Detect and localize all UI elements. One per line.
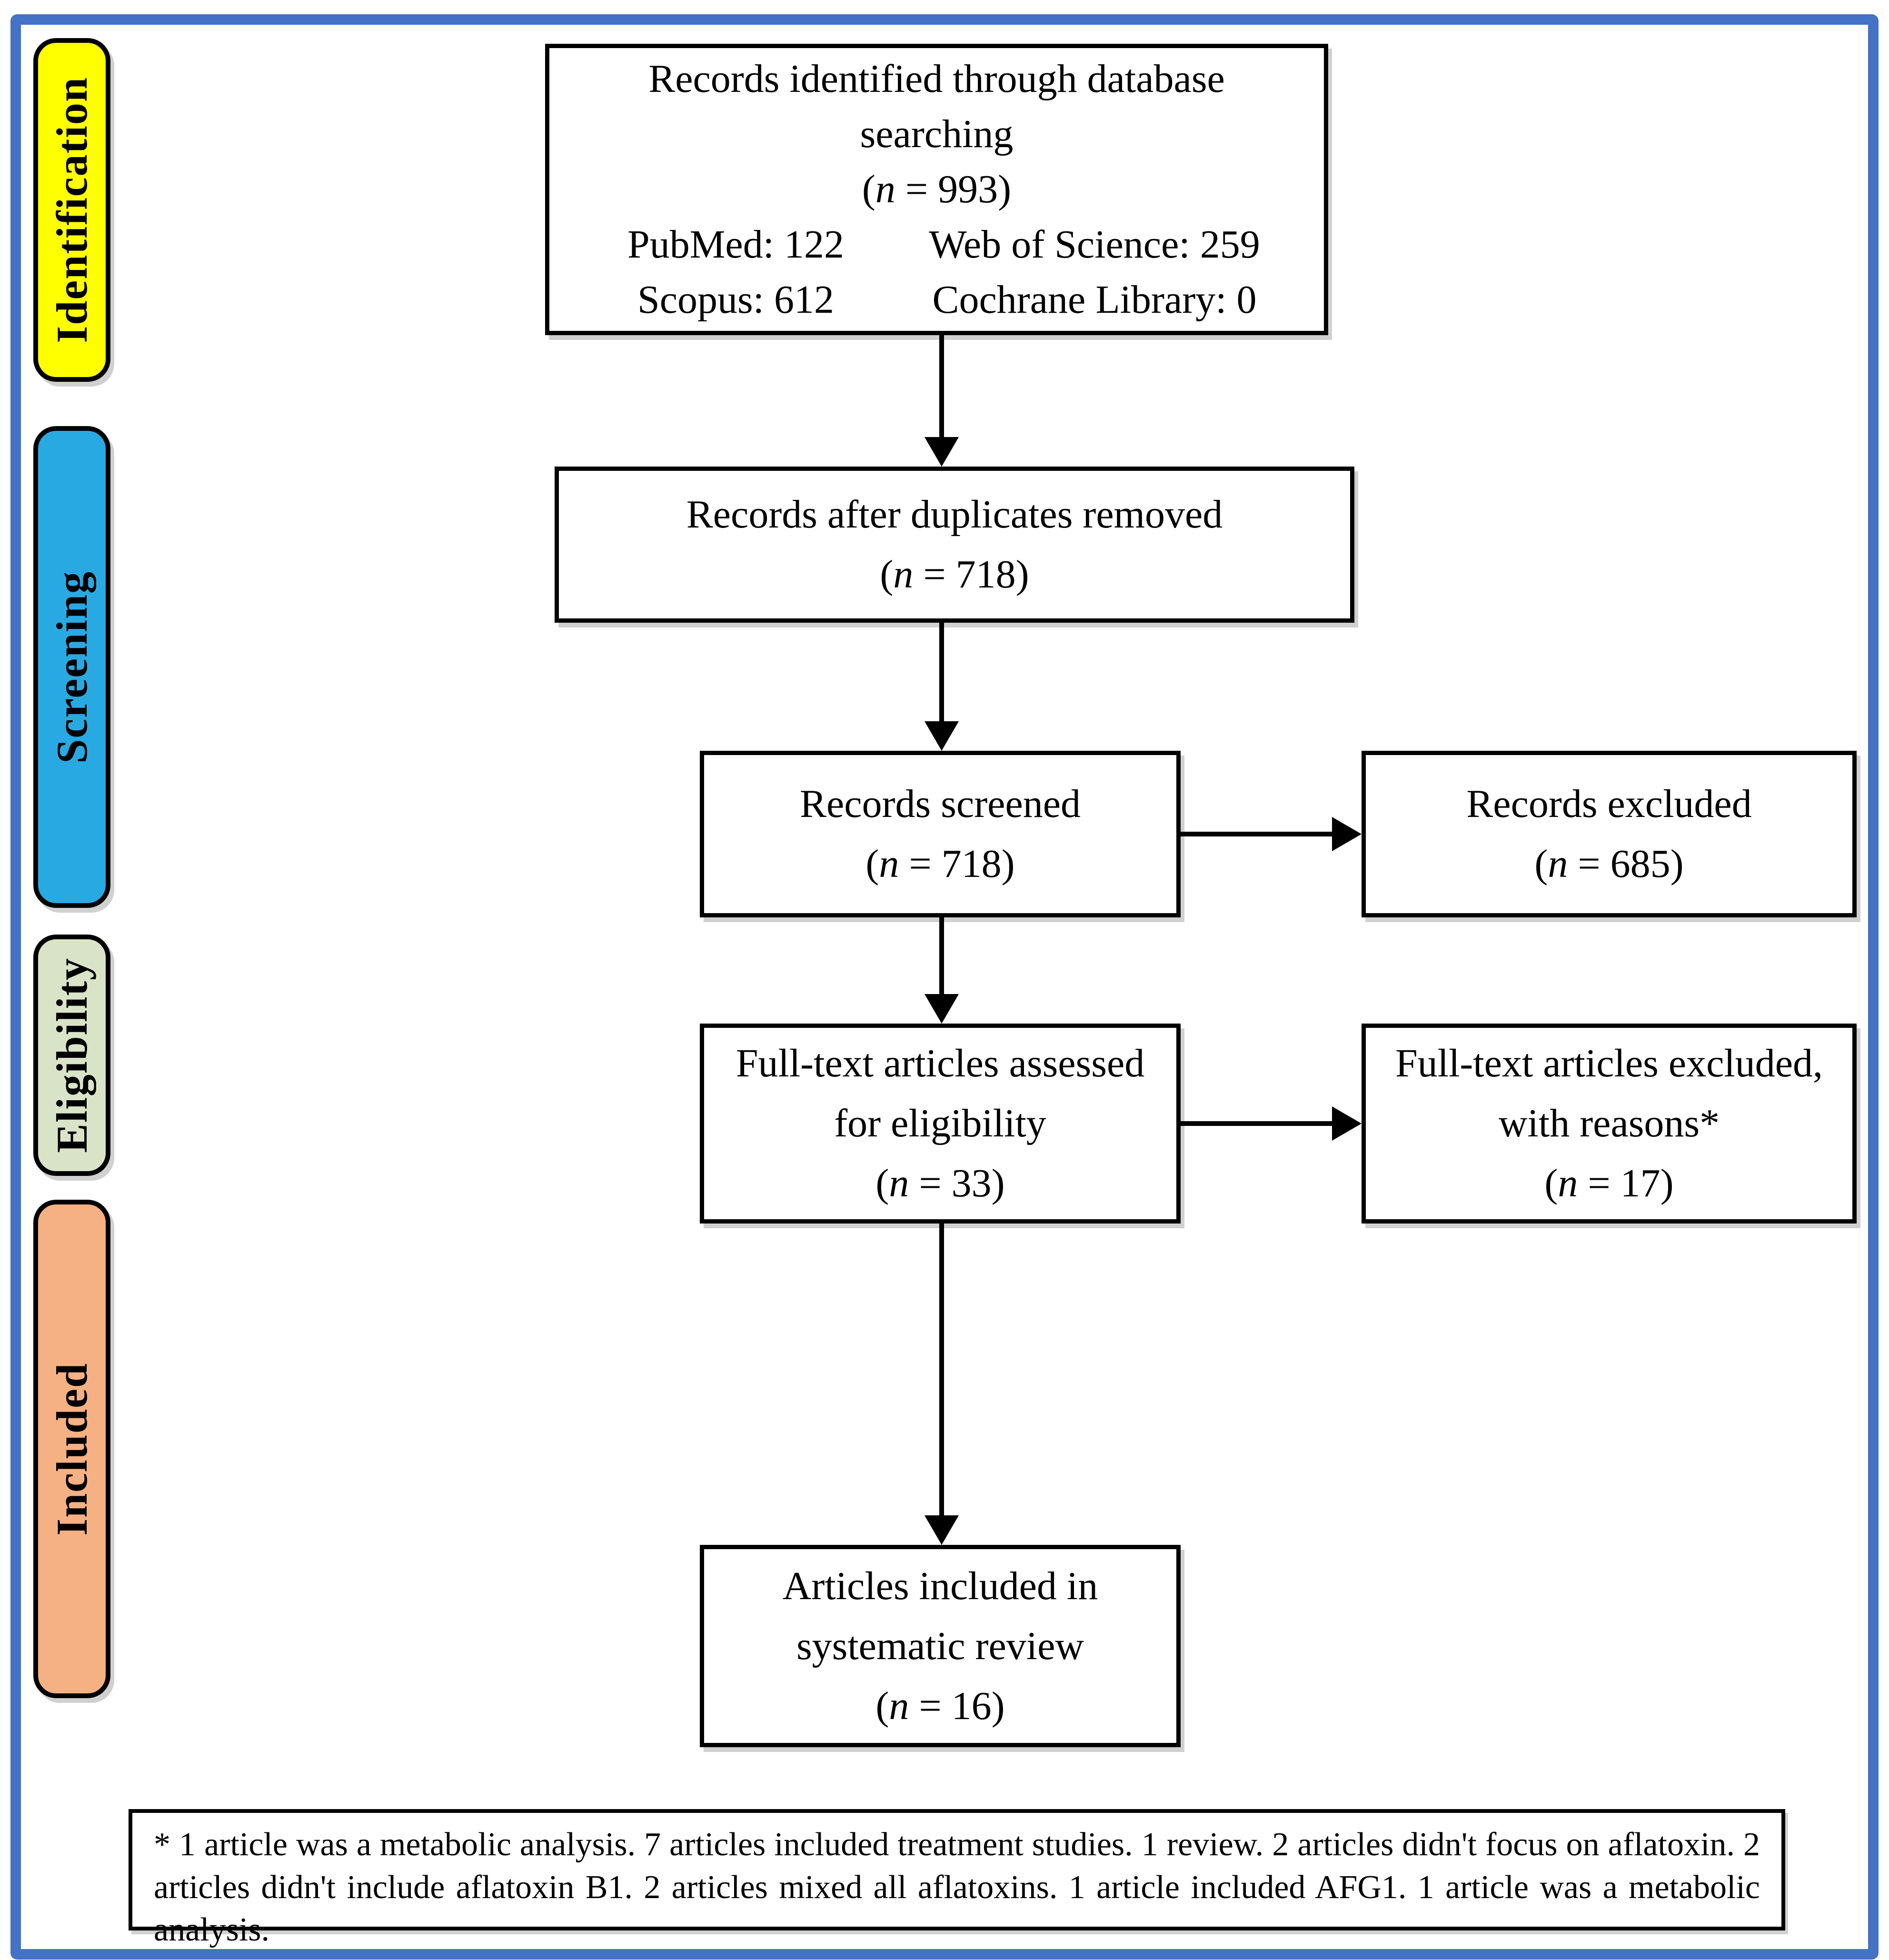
box-count: (n = 718) (880, 552, 1029, 597)
outer-border (10, 14, 1879, 1960)
box-fulltext-excluded: Full-text articles excluded, with reason… (1362, 1024, 1857, 1224)
database-count: Scopus: 612 (637, 277, 835, 322)
box-count: (n = 993) (862, 167, 1012, 212)
box-title-line: Records excluded (1466, 782, 1752, 826)
box-count: (n = 685) (1534, 842, 1684, 886)
stage-label-text: Eligibility (48, 957, 96, 1153)
stage-label-screening: Screening (33, 426, 110, 908)
database-counts: PubMed: 122 Web of Science: 259 Scopus: … (549, 217, 1324, 328)
box-title-line: Records screened (799, 782, 1081, 826)
box-records-identified: Records identified through database sear… (545, 44, 1328, 335)
box-count: (n = 33) (875, 1161, 1005, 1205)
box-title-line: for eligibility (834, 1101, 1046, 1145)
box-title-line: Full-text articles assessed (736, 1041, 1145, 1085)
database-count: Cochrane Library: 0 (932, 277, 1257, 322)
database-count: Web of Science: 259 (929, 222, 1260, 267)
box-duplicates-removed: Records after duplicates removed (n = 71… (555, 467, 1354, 623)
box-title-line: Records after duplicates removed (686, 492, 1223, 537)
stage-label-text: Screening (48, 570, 96, 764)
stage-label-included: Included (33, 1200, 110, 1698)
box-records-screened: Records screened (n = 718) (700, 751, 1181, 917)
box-fulltext-assessed: Full-text articles assessed for eligibil… (700, 1024, 1181, 1224)
box-title-line: searching (860, 112, 1014, 157)
box-title-line: Full-text articles excluded, (1395, 1041, 1823, 1085)
box-title-line: Articles included in (782, 1563, 1098, 1608)
stage-label-eligibility: Eligibility (33, 935, 110, 1176)
box-title-line: systematic review (796, 1623, 1084, 1668)
box-count: (n = 17) (1544, 1161, 1674, 1205)
box-included-review: Articles included in systematic review (… (700, 1545, 1181, 1747)
box-count: (n = 16) (875, 1683, 1005, 1728)
stage-label-text: Identification (48, 77, 96, 343)
box-title-line: Records identified through database (648, 57, 1225, 101)
box-records-excluded: Records excluded (n = 685) (1362, 751, 1857, 917)
box-title-line: with reasons* (1498, 1101, 1720, 1145)
stage-label-identification: Identification (33, 38, 110, 382)
box-count: (n = 718) (865, 842, 1015, 886)
stage-label-text: Included (48, 1362, 96, 1536)
database-count: PubMed: 122 (627, 222, 845, 267)
footnote-box: * 1 article was a metabolic analysis. 7 … (129, 1809, 1785, 1948)
footnote-text: * 1 article was a metabolic analysis. 7 … (154, 1826, 1760, 1949)
